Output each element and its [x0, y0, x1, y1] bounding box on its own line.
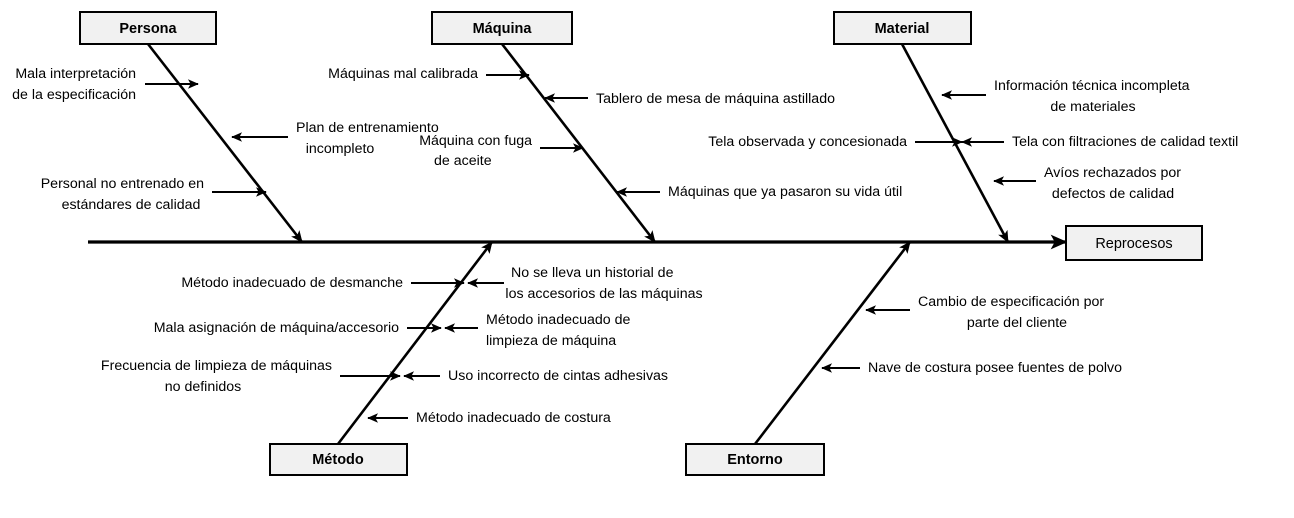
metodo-box-label: Método — [312, 452, 364, 468]
persona-cause-3-label-line1: Personal no entrenado en — [41, 176, 204, 192]
metodo-cause-2-label-line2: los accesorios de las máquinas — [505, 286, 702, 302]
maquina-cause-2-label: Tablero de mesa de máquina astillado — [596, 91, 835, 107]
persona-cause-1-label-line1: Mala interpretación — [15, 66, 136, 82]
maquina-cause-3-label-line1: Máquina con fuga — [419, 133, 532, 149]
maquina-cause-1-label: Máquinas mal calibrada — [328, 66, 478, 82]
maquina-box-label: Máquina — [473, 21, 533, 37]
metodo-cause-7-label: Método inadecuado de costura — [416, 410, 611, 426]
persona-box-rect — [79, 11, 217, 45]
effect-box-label: Reprocesos — [1095, 236, 1172, 252]
material-box-rect — [833, 11, 972, 45]
entorno-bone — [753, 241, 912, 445]
material-cause-4-label-line1: Avíos rechazados por — [1044, 165, 1181, 181]
entorno-cause-1-label-line2: parte del cliente — [967, 315, 1067, 331]
metodo-cause-6-label: Uso incorrecto de cintas adhesivas — [448, 368, 668, 384]
persona-cause-1-label-line2: de la especificación — [12, 87, 136, 103]
persona-cause-2-label-line2: incompleto — [306, 141, 375, 157]
category-metodo: Método Método inadecuado de desmanche No… — [101, 241, 703, 476]
maquina-box-rect — [431, 11, 573, 45]
metodo-bone — [336, 241, 494, 445]
material-cause-2-label: Tela observada y concesionada — [708, 134, 907, 150]
material-cause-4-label-line2: defectos de calidad — [1052, 186, 1174, 202]
metodo-cause-3-label: Mala asignación de máquina/accesorio — [154, 320, 399, 336]
persona-bone — [146, 43, 304, 243]
category-maquina: Máquina Máquinas mal calibrada Tablero d… — [328, 11, 902, 243]
category-persona: Persona Mala interpretación de la especi… — [12, 11, 439, 243]
entorno-cause-1-label-line1: Cambio de especificación por — [918, 294, 1104, 310]
maquina-cause-4-label: Máquinas que ya pasaron su vida útil — [668, 184, 902, 200]
metodo-cause-5-label-line2: no definidos — [165, 379, 242, 395]
metodo-cause-2-label-line1: No se lleva un historial de — [511, 265, 674, 281]
category-material: Material Información técnica incompleta … — [708, 11, 1238, 243]
material-cause-1-label-line2: de materiales — [1050, 99, 1135, 115]
metodo-cause-1-label: Método inadecuado de desmanche — [181, 275, 403, 291]
effect-box-rect — [1065, 225, 1203, 261]
material-box-label: Material — [875, 21, 930, 37]
category-entorno: Entorno Cambio de especificación por par… — [685, 241, 1122, 476]
entorno-box-label: Entorno — [727, 452, 783, 468]
metodo-cause-4-label-line1: Método inadecuado de — [486, 312, 630, 328]
metodo-box-rect — [269, 443, 408, 476]
metodo-cause-4-label-line2: limpieza de máquina — [486, 333, 616, 349]
maquina-cause-3-label-line2: de aceite — [434, 153, 492, 169]
material-cause-1-label-line1: Información técnica incompleta — [994, 78, 1190, 94]
entorno-box-rect — [685, 443, 825, 476]
persona-box-label: Persona — [119, 21, 177, 37]
persona-cause-2-label-line1: Plan de entrenamiento — [296, 120, 439, 136]
entorno-cause-2-label: Nave de costura posee fuentes de polvo — [868, 360, 1122, 376]
effect-box: Reprocesos — [1065, 225, 1203, 261]
metodo-cause-5-label-line1: Frecuencia de limpieza de máquinas — [101, 358, 332, 374]
persona-cause-3-label-line2: estándares de calidad — [62, 197, 201, 213]
material-cause-3-label: Tela con filtraciones de calidad textil — [1012, 134, 1238, 150]
